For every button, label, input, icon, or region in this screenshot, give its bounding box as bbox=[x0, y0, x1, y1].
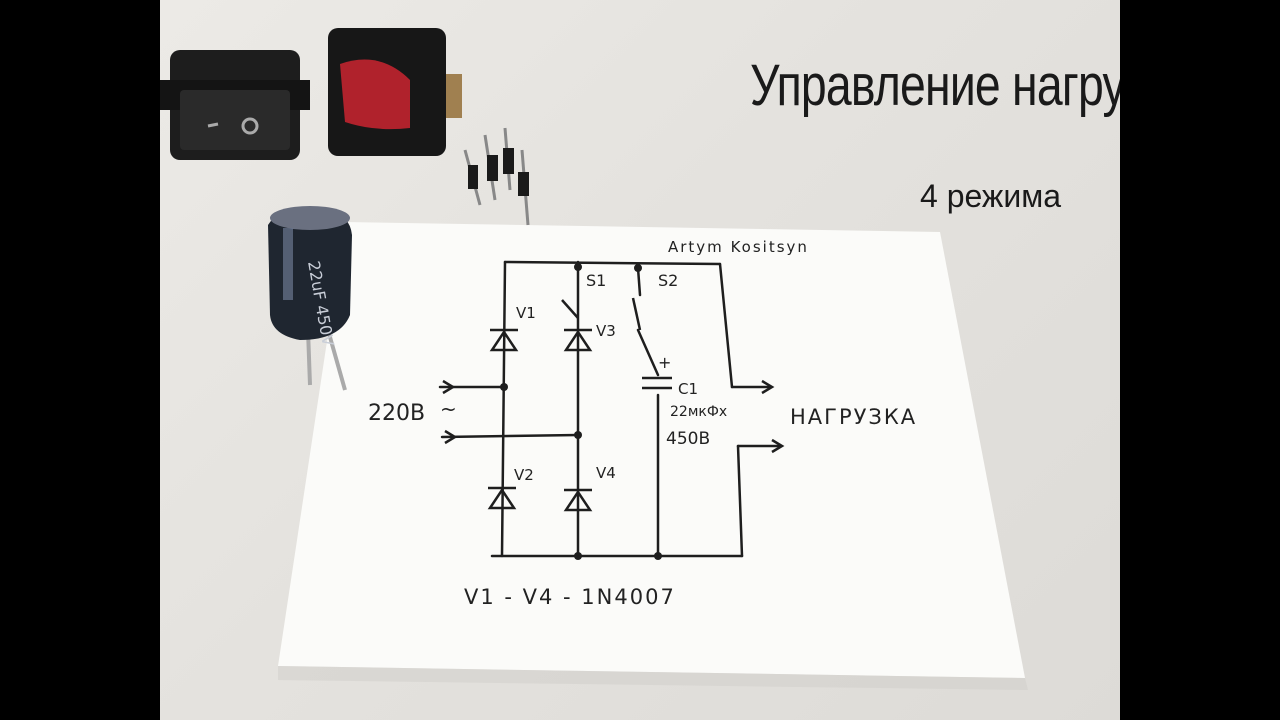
label-c1: C1 bbox=[678, 380, 698, 398]
circuit-wires bbox=[438, 260, 782, 558]
rocker-switch-black-icon bbox=[160, 50, 310, 160]
rocker-switch-red-icon bbox=[328, 28, 462, 156]
label-input-voltage: 220В bbox=[368, 401, 425, 426]
capacitor-component-icon: 22uF 450V bbox=[268, 206, 352, 391]
label-v4: V4 bbox=[596, 464, 616, 482]
scene-drawing: 22uF 450V bbox=[160, 28, 1028, 690]
label-s2: S2 bbox=[658, 271, 678, 290]
label-ac-symbol: ~ bbox=[440, 397, 457, 421]
label-v3: V3 bbox=[596, 322, 616, 340]
label-cap-voltage: 450В bbox=[666, 429, 710, 449]
label-load: НАГРУЗКА bbox=[790, 405, 917, 429]
video-frame: 22uF 450V bbox=[160, 0, 1120, 720]
label-parts-note: V1 - V4 - 1N4007 bbox=[464, 585, 676, 609]
label-v1: V1 bbox=[516, 304, 536, 322]
arrow-icons bbox=[442, 379, 785, 454]
label-v2: V2 bbox=[514, 466, 534, 484]
switch-symbols bbox=[561, 297, 642, 331]
video-subtitle: 4 режима bbox=[920, 178, 1061, 214]
label-s1: S1 bbox=[586, 271, 606, 290]
diodes-icon bbox=[463, 127, 530, 226]
paper-sheet bbox=[278, 222, 1025, 678]
capacitor-symbol bbox=[642, 376, 672, 390]
junction-dots bbox=[500, 263, 662, 560]
video-title: Управление нагрузкой bbox=[750, 53, 1120, 118]
diode-symbols bbox=[487, 328, 593, 512]
label-cap-plus: + bbox=[658, 353, 671, 372]
label-cap-value: 22мкФх bbox=[670, 404, 727, 420]
author-signature: Artym Kositsyn bbox=[668, 238, 809, 256]
